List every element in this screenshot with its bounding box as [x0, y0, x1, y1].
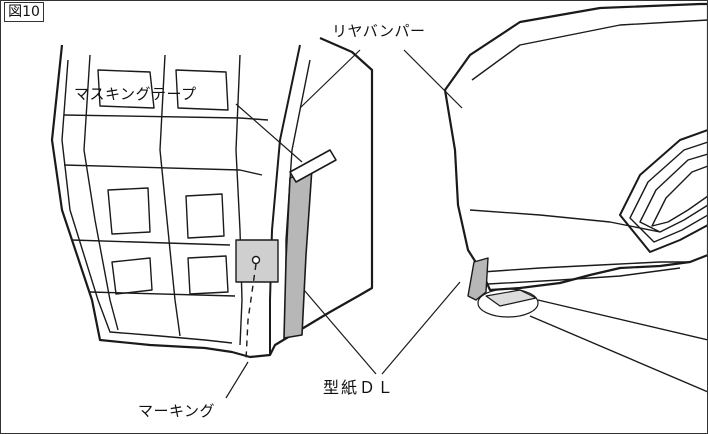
marking-dashed-line [245, 263, 257, 361]
diffuser-outer [619, 129, 708, 253]
leader-template-right [381, 281, 461, 375]
bumper-lower-lip-2 [487, 267, 681, 285]
detail-leader-1 [537, 299, 708, 341]
left-view [50, 36, 374, 361]
frame-row-2 [63, 164, 263, 176]
label-masking-tape: マスキングテープ [74, 85, 197, 103]
diffuser-inner [639, 153, 708, 233]
bumper-lower-lip [481, 261, 690, 273]
right-view [443, 2, 708, 393]
frame-pocket-1 [97, 69, 155, 109]
frame-pocket-5 [111, 257, 153, 295]
frame-pocket-4 [185, 193, 225, 239]
diffuser-core [651, 165, 708, 227]
leader-marking [225, 361, 249, 399]
frame-outer [61, 59, 233, 344]
leader-lines [225, 49, 463, 399]
label-template-dl: 型紙ＤＬ [323, 378, 396, 397]
bumper-crease-1 [471, 19, 708, 81]
frame-column-2 [159, 54, 181, 337]
leader-masking-tape [235, 103, 303, 163]
frame-row-3 [71, 239, 231, 246]
frame-pocket-2 [175, 69, 229, 111]
detail-leader-2 [529, 315, 708, 393]
frame-row-4 [89, 291, 236, 297]
leader-rear-bumper-left [299, 49, 361, 109]
frame-column-1 [83, 54, 119, 331]
frame-row-1 [63, 114, 269, 121]
leader-template-left [303, 289, 377, 375]
frame-pocket-3 [107, 187, 151, 235]
marking-dot [251, 255, 261, 265]
leader-rear-bumper-right [403, 49, 463, 109]
bumper-crease-2 [469, 209, 661, 233]
masking-tape-shape [289, 149, 337, 183]
frame-pocket-6 [187, 255, 229, 295]
label-marking: マーキング [138, 402, 216, 420]
bumper-edge [269, 44, 301, 355]
figure-number: 図10 [4, 2, 44, 22]
label-rear-bumper: リヤバンパー [332, 22, 426, 40]
diffuser-mid [629, 141, 708, 243]
detail-circle [477, 288, 539, 318]
